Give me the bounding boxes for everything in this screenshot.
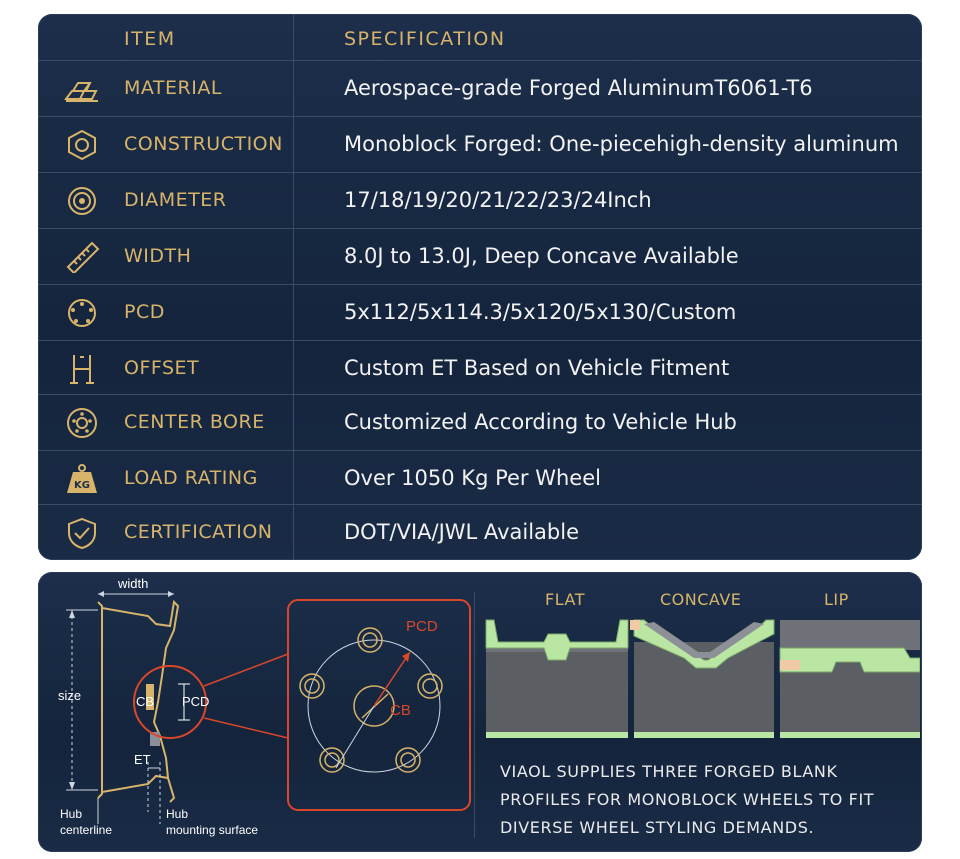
spec-row-offset: OFFSET Custom ET Based on Vehicle Fitmen… bbox=[38, 340, 922, 395]
gold-bars-icon bbox=[64, 82, 98, 102]
profile-flat-label: FLAT bbox=[545, 590, 585, 609]
spec-label: CENTER BORE bbox=[124, 411, 265, 433]
profile-lip-label: LIP bbox=[824, 590, 849, 609]
spec-value: Aerospace-grade Forged AluminumT6061-T6 bbox=[344, 76, 813, 100]
hub-icon bbox=[67, 408, 97, 438]
kg-text: KG bbox=[74, 480, 90, 491]
lip-profile-image bbox=[779, 620, 920, 738]
profile-concave-label: CONCAVE bbox=[660, 590, 742, 609]
concave-profile-image bbox=[630, 619, 775, 738]
spec-row-diameter: DIAMETER 17/18/19/20/21/22/23/24Inch bbox=[38, 172, 922, 227]
spec-value: Customized According to Vehicle Hub bbox=[344, 410, 737, 434]
zoom-pcd-label: PCD bbox=[406, 618, 438, 635]
header-specification: SPECIFICATION bbox=[344, 28, 506, 50]
et-label: ET bbox=[134, 752, 151, 767]
spec-value: 5x112/5x114.3/5x120/5x130/Custom bbox=[344, 300, 737, 324]
spec-value: Monoblock Forged: One-piecehigh-density … bbox=[344, 132, 899, 156]
cb-label: CB bbox=[136, 694, 155, 709]
flat-profile-image bbox=[485, 619, 629, 738]
wheel-diagram-panel: width size CB PCD ET Hub centerline Hub … bbox=[38, 572, 922, 852]
hex-nut-icon bbox=[68, 129, 96, 161]
spec-row-width: WIDTH 8.0J to 13.0J, Deep Concave Availa… bbox=[38, 228, 922, 283]
offset-icon bbox=[70, 355, 94, 384]
spec-value: 17/18/19/20/21/22/23/24Inch bbox=[344, 188, 652, 212]
spec-label: CONSTRUCTION bbox=[124, 133, 283, 155]
spec-label: OFFSET bbox=[124, 357, 200, 379]
wheel-cross-section-diagram bbox=[66, 591, 289, 824]
profiles-note: VIAOL SUPPLIES THREE FORGED BLANK PROFIL… bbox=[500, 762, 875, 837]
concentric-circle-icon bbox=[68, 187, 96, 215]
shield-check-icon bbox=[68, 517, 96, 549]
spec-row-construction: CONSTRUCTION Monoblock Forged: One-piece… bbox=[38, 116, 922, 171]
spec-row-load-rating: KG LOAD RATING Over 1050 Kg Per Wheel bbox=[38, 450, 922, 505]
spec-value: Over 1050 Kg Per Wheel bbox=[344, 466, 601, 490]
spec-label: WIDTH bbox=[124, 245, 192, 267]
size-label: size bbox=[58, 688, 82, 703]
spec-label: PCD bbox=[124, 301, 165, 323]
section-divider bbox=[474, 592, 475, 838]
spec-row-center-bore: CENTER BORE Customized According to Vehi… bbox=[38, 394, 922, 449]
spec-value: 8.0J to 13.0J, Deep Concave Available bbox=[344, 244, 739, 268]
header-item: ITEM bbox=[124, 28, 176, 50]
ruler-icon bbox=[66, 241, 100, 273]
pcd-label: PCD bbox=[182, 694, 210, 709]
weight-kg-icon: KG bbox=[67, 464, 97, 493]
spec-value: Custom ET Based on Vehicle Fitment bbox=[344, 356, 730, 380]
spec-row-pcd: PCD 5x112/5x114.3/5x120/5x130/Custom bbox=[38, 284, 922, 339]
spec-row-certification: CERTIFICATION DOT/VIA/JWL Available bbox=[38, 504, 922, 559]
bolt-pattern-icon bbox=[68, 299, 96, 327]
spec-label: DIAMETER bbox=[124, 189, 227, 211]
hub-centerline-label: Hub centerline bbox=[60, 807, 113, 837]
width-label: width bbox=[118, 576, 149, 591]
spec-label: MATERIAL bbox=[124, 77, 222, 99]
spec-row-material: MATERIAL Aerospace-grade Forged Aluminum… bbox=[38, 60, 922, 115]
zoom-cb-label: CB bbox=[390, 702, 411, 719]
spec-value: DOT/VIA/JWL Available bbox=[344, 520, 579, 544]
hub-mounting-surface-label: Hub mounting surface bbox=[166, 807, 259, 837]
column-divider bbox=[293, 14, 294, 560]
profile-illustrations bbox=[485, 619, 920, 738]
spec-label: CERTIFICATION bbox=[124, 521, 273, 543]
pcd-zoom-box bbox=[287, 599, 471, 811]
spec-label: LOAD RATING bbox=[124, 467, 258, 489]
spec-table: ITEM SPECIFICATION MATERIAL Aerospace-gr… bbox=[38, 14, 922, 560]
